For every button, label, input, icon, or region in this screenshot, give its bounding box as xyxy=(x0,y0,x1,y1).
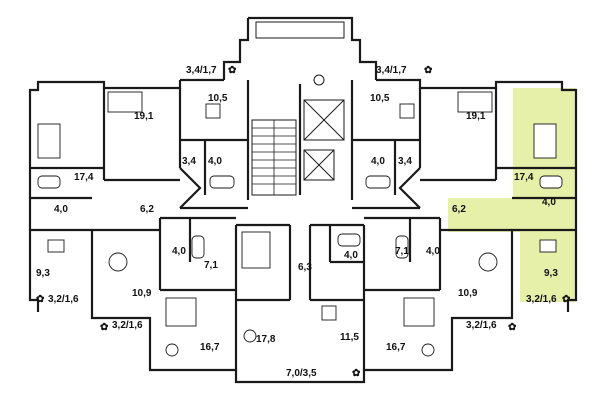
area-label: 3,4/1,7 xyxy=(376,65,407,76)
bathtub-icon xyxy=(209,175,235,189)
plant-icon: ✿ xyxy=(562,294,571,305)
dining-table-icon xyxy=(399,103,415,119)
bed-icon xyxy=(403,297,435,327)
plant-icon: ✿ xyxy=(228,65,237,76)
plant-icon: ✿ xyxy=(424,65,433,76)
staircase xyxy=(251,119,297,196)
area-label: 4,0 xyxy=(172,246,186,257)
room-labels: 3,4/1,7 3,4/1,7 10,5 10,5 19,1 19,1 17,4… xyxy=(36,65,558,379)
bathtub-icon xyxy=(337,233,361,247)
bathtub-icon xyxy=(395,235,409,259)
plant-icon: ✿ xyxy=(508,322,517,333)
area-label: 4,0 xyxy=(54,204,68,215)
area-label: 4,0 xyxy=(371,156,385,167)
area-label: 10,9 xyxy=(458,288,478,299)
area-label: 7,1 xyxy=(395,246,409,257)
area-label: 16,7 xyxy=(386,342,406,353)
area-label: 19,1 xyxy=(134,111,154,122)
bathtub-icon xyxy=(539,175,563,189)
dining-table-icon xyxy=(205,103,221,119)
bed-icon xyxy=(241,231,271,269)
area-label: 6,2 xyxy=(140,204,154,215)
bed-icon xyxy=(165,297,197,327)
bed-icon xyxy=(457,91,493,113)
area-label: 10,5 xyxy=(370,93,390,104)
bathtub-icon xyxy=(365,175,391,189)
armchair-icon xyxy=(243,329,257,343)
area-label: 6,3 xyxy=(298,262,312,273)
area-label: 9,3 xyxy=(36,268,50,279)
bathtub-icon xyxy=(37,175,61,189)
dining-table-icon xyxy=(539,239,557,253)
dining-table-icon xyxy=(478,252,498,272)
elevator-shaft-upper xyxy=(303,99,345,141)
elevator-shaft-lower xyxy=(303,149,335,181)
area-label: 7,1 xyxy=(204,260,218,271)
area-label: 10,5 xyxy=(208,93,228,104)
bed-icon xyxy=(37,123,61,159)
area-label: 3,4 xyxy=(182,156,196,167)
dining-table-icon xyxy=(108,252,128,272)
plant-icon: ✿ xyxy=(36,294,45,305)
area-label: 11,5 xyxy=(340,332,359,343)
armchair-icon xyxy=(421,343,435,357)
bed-icon xyxy=(107,91,143,113)
area-label: 4,0 xyxy=(542,197,556,208)
area-label: 3,2/1,6 xyxy=(466,320,497,331)
area-label: 7,0/3,5 xyxy=(286,368,317,379)
plant-icon: ✿ xyxy=(352,368,361,379)
furniture: ✿ ✿ ✿ ✿ ✿ ✿ ✿ xyxy=(36,65,571,379)
area-label: 3,2/1,6 xyxy=(112,320,143,331)
inner-walls xyxy=(30,80,576,370)
armchair-icon xyxy=(165,343,179,357)
area-label: 4,0 xyxy=(426,246,440,257)
vent-circle xyxy=(313,74,325,86)
area-label: 10,9 xyxy=(132,288,152,299)
area-label: 17,8 xyxy=(256,334,276,345)
area-label: 16,7 xyxy=(200,342,220,353)
plant-icon: ✿ xyxy=(100,322,109,333)
bed-icon xyxy=(533,123,557,159)
area-label: 17,4 xyxy=(74,172,94,183)
dining-table-icon xyxy=(321,305,337,321)
area-label: 3,2/1,6 xyxy=(526,294,557,305)
outer-walls xyxy=(28,16,578,384)
bathtub-icon xyxy=(191,235,205,259)
area-label: 17,4 xyxy=(514,172,534,183)
area-label: 19,1 xyxy=(466,111,486,122)
dining-table-icon xyxy=(47,239,65,253)
area-label: 3,4/1,7 xyxy=(186,65,217,76)
area-label: 6,2 xyxy=(452,204,466,215)
area-label: 4,0 xyxy=(208,156,222,167)
area-label: 3,2/1,6 xyxy=(48,294,79,305)
area-label: 4,0 xyxy=(344,250,358,261)
area-label: 3,4 xyxy=(398,156,412,167)
area-label: 9,3 xyxy=(544,268,558,279)
